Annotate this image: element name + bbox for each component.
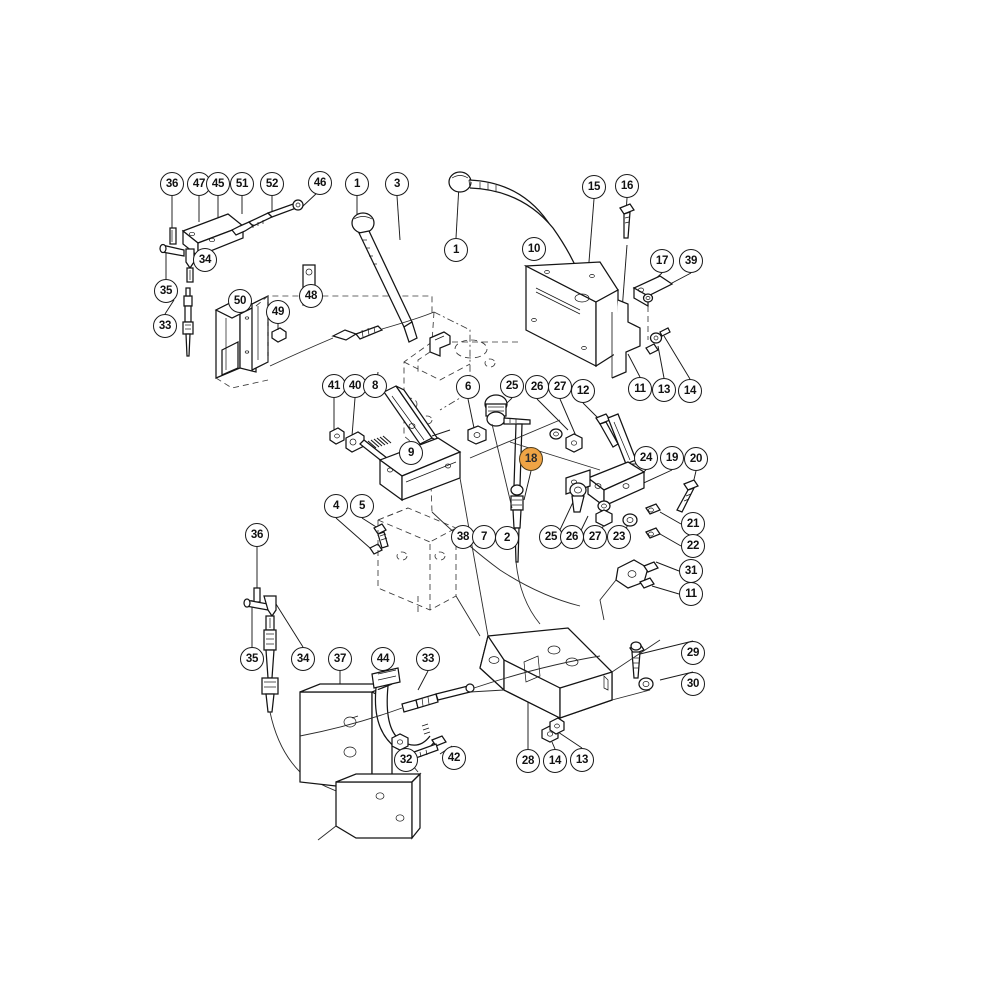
callout-16[interactable]: 16 (615, 174, 639, 198)
callout-11[interactable]: 11 (628, 377, 652, 401)
callout-22[interactable]: 22 (681, 534, 705, 558)
upper-left-bracket-assembly (159, 191, 433, 389)
callout-25[interactable]: 25 (539, 525, 563, 549)
callout-13[interactable]: 13 (652, 378, 676, 402)
shift-lever-left (269, 195, 435, 367)
callout-26[interactable]: 26 (560, 525, 584, 549)
callout-46[interactable]: 46 (308, 171, 332, 195)
callout-34[interactable]: 34 (193, 248, 217, 272)
callout-10[interactable]: 10 (522, 237, 546, 261)
callout-20[interactable]: 20 (684, 447, 708, 471)
callout-33[interactable]: 33 (153, 314, 177, 338)
callout-2[interactable]: 2 (495, 526, 519, 550)
callout-8[interactable]: 8 (363, 374, 387, 398)
callout-34[interactable]: 34 (291, 647, 315, 671)
callout-13[interactable]: 13 (570, 748, 594, 772)
callout-17[interactable]: 17 (650, 249, 674, 273)
callout-41[interactable]: 41 (322, 374, 346, 398)
callout-36[interactable]: 36 (160, 172, 184, 196)
callout-39[interactable]: 39 (679, 249, 703, 273)
lower-cable-bracket-assembly (243, 547, 601, 841)
callout-1[interactable]: 1 (345, 172, 369, 196)
lower-cover-plate-assembly (479, 627, 694, 750)
shift-lever-housing-assembly (448, 171, 692, 379)
callout-50[interactable]: 50 (228, 289, 252, 313)
callout-1[interactable]: 1 (444, 238, 468, 262)
callout-12[interactable]: 12 (571, 379, 595, 403)
callout-35[interactable]: 35 (154, 279, 178, 303)
callout-7[interactable]: 7 (472, 525, 496, 549)
callout-30[interactable]: 30 (681, 672, 705, 696)
callout-26[interactable]: 26 (525, 375, 549, 399)
linkage-pins-right (627, 327, 691, 380)
callout-52[interactable]: 52 (260, 172, 284, 196)
callout-4[interactable]: 4 (324, 494, 348, 518)
callout-48[interactable]: 48 (299, 284, 323, 308)
callout-15[interactable]: 15 (582, 175, 606, 199)
callout-33[interactable]: 33 (416, 647, 440, 671)
callout-11[interactable]: 11 (679, 582, 703, 606)
callout-19[interactable]: 19 (660, 446, 684, 470)
callout-27[interactable]: 27 (583, 525, 607, 549)
callout-49[interactable]: 49 (266, 300, 290, 324)
callout-31[interactable]: 31 (679, 559, 703, 583)
callout-18-highlighted[interactable]: 18 (519, 447, 543, 471)
callout-29[interactable]: 29 (681, 641, 705, 665)
callout-21[interactable]: 21 (681, 512, 705, 536)
callout-27[interactable]: 27 (548, 375, 572, 399)
callout-5[interactable]: 5 (350, 494, 374, 518)
callout-32[interactable]: 32 (394, 748, 418, 772)
callout-3[interactable]: 3 (385, 172, 409, 196)
callout-25[interactable]: 25 (500, 374, 524, 398)
callout-51[interactable]: 51 (230, 172, 254, 196)
callout-14[interactable]: 14 (678, 379, 702, 403)
callout-23[interactable]: 23 (607, 525, 631, 549)
callout-35[interactable]: 35 (240, 647, 264, 671)
callout-44[interactable]: 44 (371, 647, 395, 671)
callout-36[interactable]: 36 (245, 523, 269, 547)
callout-28[interactable]: 28 (516, 749, 540, 773)
center-lever-bracket-assembly (329, 371, 462, 614)
callout-6[interactable]: 6 (456, 375, 480, 399)
callout-37[interactable]: 37 (328, 647, 352, 671)
callout-42[interactable]: 42 (442, 746, 466, 770)
callout-45[interactable]: 45 (206, 172, 230, 196)
callout-14[interactable]: 14 (543, 749, 567, 773)
callout-24[interactable]: 24 (634, 446, 658, 470)
callout-9[interactable]: 9 (399, 441, 423, 465)
